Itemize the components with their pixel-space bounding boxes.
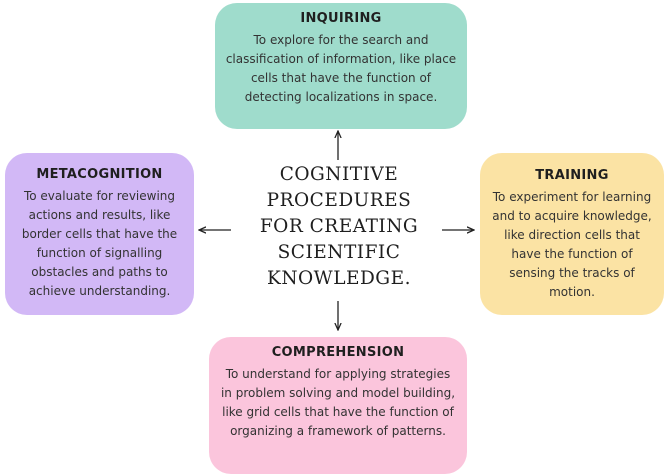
central-title-line: KNOWLEDGE.	[267, 268, 411, 289]
card-description: To evaluate for reviewing actions and re…	[21, 189, 178, 298]
central-title-line: COGNITIVE	[279, 164, 399, 185]
card-metacognition: METACOGNITION To evaluate for reviewing …	[5, 153, 194, 315]
central-title-line: SCIENTIFIC	[277, 242, 401, 263]
card-title: INQUIRING	[300, 11, 382, 26]
card-comprehension: COMPREHENSION To understand for applying…	[209, 337, 467, 474]
card-title: COMPREHENSION	[271, 345, 405, 360]
central-title-line: PROCEDURES	[266, 190, 412, 211]
card-description: To explore for the search and classifica…	[225, 33, 457, 104]
card-title: TRAINING	[535, 168, 609, 183]
card-inquiring: INQUIRING To explore for the search and …	[215, 3, 467, 129]
card-description: To understand for applying strategies in…	[220, 367, 456, 438]
card-title: METACOGNITION	[36, 167, 163, 182]
card-training: TRAINING To experiment for learning and …	[480, 153, 664, 315]
central-title-line: FOR CREATING	[259, 216, 419, 237]
card-description: To experiment for learning and to acquir…	[492, 190, 652, 299]
central-title: COGNITIVE PROCEDURES FOR CREATING SCIENT…	[236, 162, 442, 292]
